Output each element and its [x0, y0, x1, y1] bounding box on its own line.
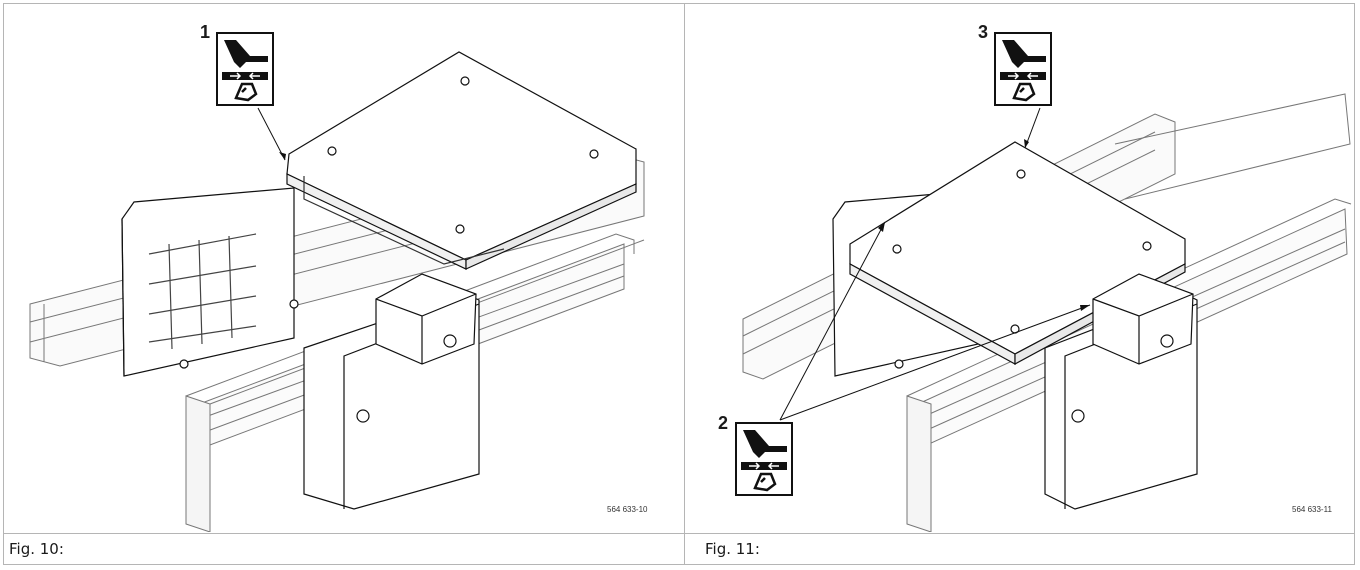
- figure-11-code: 564 633-11: [1292, 505, 1332, 514]
- hand-crush-warning-sign-2: [735, 422, 793, 496]
- caption-separator-right: [685, 533, 1355, 534]
- hand-crush-warning-icon: [222, 40, 268, 102]
- caption-separator-left: [4, 533, 684, 534]
- figure-11-caption: Fig. 11:: [705, 540, 760, 558]
- figure-11-illustration: [742, 93, 1352, 532]
- page-frame: [3, 3, 1355, 565]
- callout-number-1: 1: [200, 22, 211, 42]
- hand-crush-warning-sign-3: [994, 32, 1052, 106]
- hand-crush-warning-icon: [1000, 40, 1046, 102]
- hand-crush-warning-icon: [741, 430, 787, 492]
- callout-number-3: 3: [978, 22, 989, 42]
- figure-10-illustration: [29, 51, 645, 532]
- callout-number-2: 2: [718, 413, 729, 433]
- figure-10-caption: Fig. 10:: [9, 540, 64, 558]
- figure-11-drawing: [685, 4, 1355, 532]
- figure-10-drawing: [4, 4, 684, 532]
- panel-divider: [684, 3, 685, 565]
- figure-10-code: 564 633-10: [607, 505, 648, 514]
- hand-crush-warning-sign-1: [216, 32, 274, 106]
